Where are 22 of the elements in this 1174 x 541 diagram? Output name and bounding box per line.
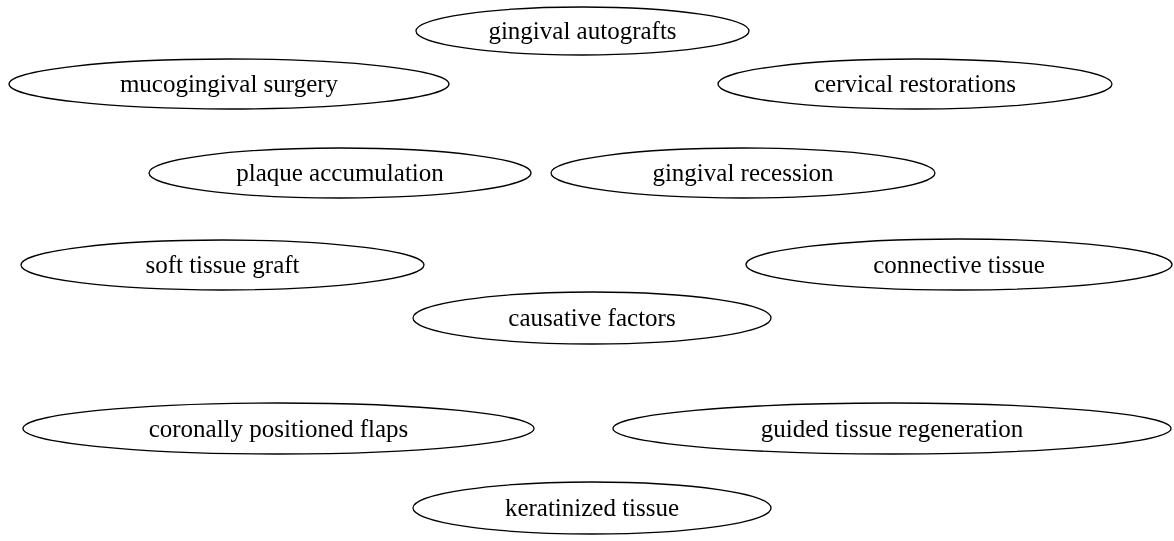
term-ellipse xyxy=(415,6,750,56)
term-ellipse xyxy=(20,239,425,291)
term-ellipse xyxy=(412,291,772,345)
term-ellipse xyxy=(612,402,1172,455)
term-ellipse xyxy=(745,238,1173,291)
term-label: soft tissue graft xyxy=(144,251,301,279)
term-ellipse xyxy=(8,58,450,110)
term-label: gingival autografts xyxy=(487,17,678,45)
term-label: guided tissue regeneration xyxy=(759,414,1025,443)
term-label: connective tissue xyxy=(872,250,1046,279)
term-label: cervical restorations xyxy=(813,70,1017,98)
term-label: causative factors xyxy=(507,304,677,332)
term-ellipse xyxy=(22,402,535,455)
term-ellipse xyxy=(717,58,1113,110)
term-ellipse xyxy=(550,147,936,199)
term-label: gingival recession xyxy=(651,159,835,187)
term-label: keratinized tissue xyxy=(503,494,681,522)
term-ellipse xyxy=(412,481,772,535)
term-label: plaque accumulation xyxy=(235,159,445,187)
term-label: mucogingival surgery xyxy=(118,70,340,98)
term-ellipse xyxy=(148,147,532,199)
term-label: coronally positioned flaps xyxy=(147,414,410,443)
